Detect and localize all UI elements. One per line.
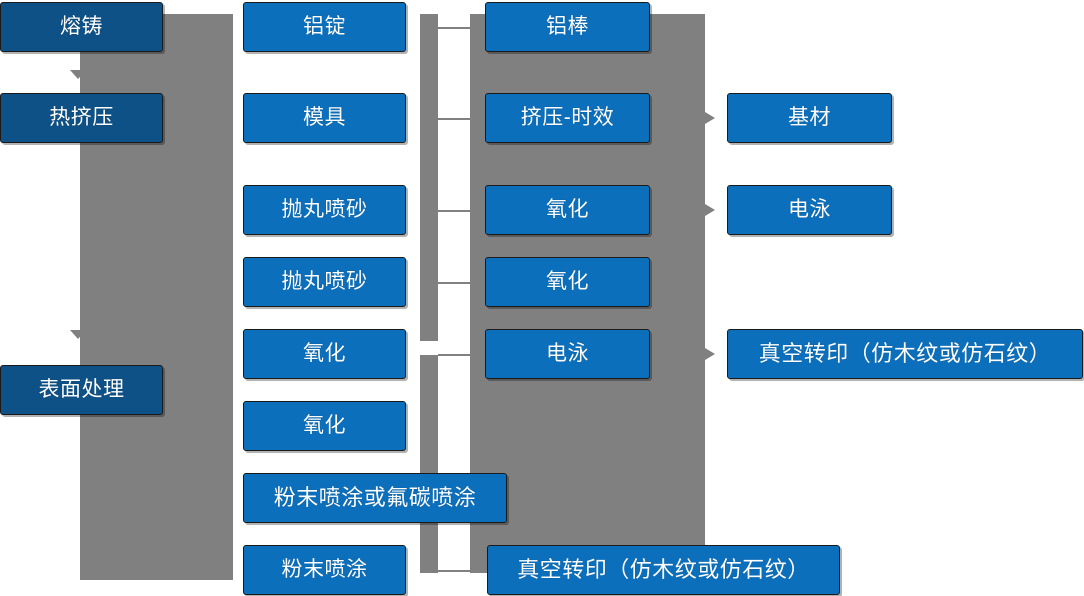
product-label-vacuum-transfer-printing: 真空转印（仿木纹或仿石纹） xyxy=(758,340,1052,366)
process-label-mold: 模具 xyxy=(303,106,346,130)
treatment-box-oxidation-2[interactable]: 氧化 xyxy=(485,257,650,307)
stage-box-hot-extrusion[interactable]: 热挤压 xyxy=(0,93,163,143)
connector-tick-3 xyxy=(438,210,470,212)
treatment-box-aluminum-bar[interactable]: 铝棒 xyxy=(485,2,650,52)
connector-arrow-to-vacuum xyxy=(705,348,715,360)
process-label-aluminum-ingot: 铝锭 xyxy=(303,15,346,39)
process-label-oxidation-2: 氧化 xyxy=(303,414,346,438)
process-box-powder-coating[interactable]: 粉末喷涂 xyxy=(243,545,406,595)
stage-label-surface-treatment: 表面处理 xyxy=(38,378,125,402)
process-label-oxidation-1: 氧化 xyxy=(303,342,346,366)
connector-bar-mid-left-lower xyxy=(420,355,438,573)
stage-label-hot-extrusion: 热挤压 xyxy=(49,106,114,130)
connector-arrow-row5 xyxy=(222,347,233,361)
process-box-shot-blasting-1[interactable]: 抛丸喷砂 xyxy=(243,185,406,235)
product-box-substrate[interactable]: 基材 xyxy=(727,93,892,143)
treatment-box-extrusion-aging[interactable]: 挤压-时效 xyxy=(485,93,650,143)
process-box-oxidation-2[interactable]: 氧化 xyxy=(243,401,406,451)
connector-stub-surface xyxy=(163,389,185,391)
treatment-box-vacuum-transfer-printing[interactable]: 真空转印（仿木纹或仿石纹） xyxy=(487,545,840,595)
treatment-label-electrophoresis: 电泳 xyxy=(546,342,589,366)
treatment-box-oxidation-1[interactable]: 氧化 xyxy=(485,185,650,235)
stage-label-melting: 熔铸 xyxy=(60,15,103,39)
connector-arrow-row4 xyxy=(222,275,233,289)
connector-arrow-row7 xyxy=(222,491,233,505)
stage-box-melting[interactable]: 熔铸 xyxy=(0,2,163,52)
product-label-electrophoresis: 电泳 xyxy=(788,198,831,222)
connector-tick-6 xyxy=(438,570,470,572)
connector-arrow-down-surface xyxy=(70,330,86,339)
treatment-label-oxidation-2: 氧化 xyxy=(546,270,589,294)
process-label-powder-coating: 粉末喷涂 xyxy=(281,558,368,582)
connector-tick-1 xyxy=(438,27,470,29)
process-box-powder-or-fluorocarbon-coating[interactable]: 粉末喷涂或氟碳喷涂 xyxy=(243,473,507,523)
connector-bar-mid-left xyxy=(420,14,438,341)
process-label-shot-blasting-2: 抛丸喷砂 xyxy=(281,270,368,294)
connector-arrow-row3 xyxy=(222,203,233,217)
treatment-label-extrusion-aging: 挤压-时效 xyxy=(520,106,615,130)
product-label-substrate: 基材 xyxy=(788,106,831,130)
treatment-box-electrophoresis[interactable]: 电泳 xyxy=(485,329,650,379)
process-label-shot-blasting-1: 抛丸喷砂 xyxy=(281,198,368,222)
connector-arrow-row6 xyxy=(222,419,233,433)
connector-arrow-row1 xyxy=(222,20,233,34)
product-box-vacuum-transfer-printing[interactable]: 真空转印（仿木纹或仿石纹） xyxy=(727,329,1083,379)
process-label-powder-or-fluorocarbon-coating: 粉末喷涂或氟碳喷涂 xyxy=(273,484,477,510)
product-box-electrophoresis[interactable]: 电泳 xyxy=(727,185,892,235)
connector-tick-4 xyxy=(438,282,470,284)
treatment-label-vacuum-transfer-printing: 真空转印（仿木纹或仿石纹） xyxy=(517,556,810,582)
treatment-label-aluminum-bar: 铝棒 xyxy=(546,15,589,39)
process-box-oxidation-1[interactable]: 氧化 xyxy=(243,329,406,379)
stage-box-surface-treatment[interactable]: 表面处理 xyxy=(0,365,163,415)
connector-arrow-row2 xyxy=(222,111,233,125)
process-box-aluminum-ingot[interactable]: 铝锭 xyxy=(243,2,406,52)
connector-tick-5 xyxy=(438,354,470,356)
connector-arrow-to-substrate xyxy=(705,112,715,124)
connector-arrow-to-electrophoresis xyxy=(705,204,715,216)
process-box-shot-blasting-2[interactable]: 抛丸喷砂 xyxy=(243,257,406,307)
connector-arrow-down-melt xyxy=(70,70,86,79)
connector-arrow-row8 xyxy=(222,563,233,577)
treatment-label-oxidation-1: 氧化 xyxy=(546,198,589,222)
process-box-mold[interactable]: 模具 xyxy=(243,93,406,143)
connector-tick-2 xyxy=(438,118,470,120)
